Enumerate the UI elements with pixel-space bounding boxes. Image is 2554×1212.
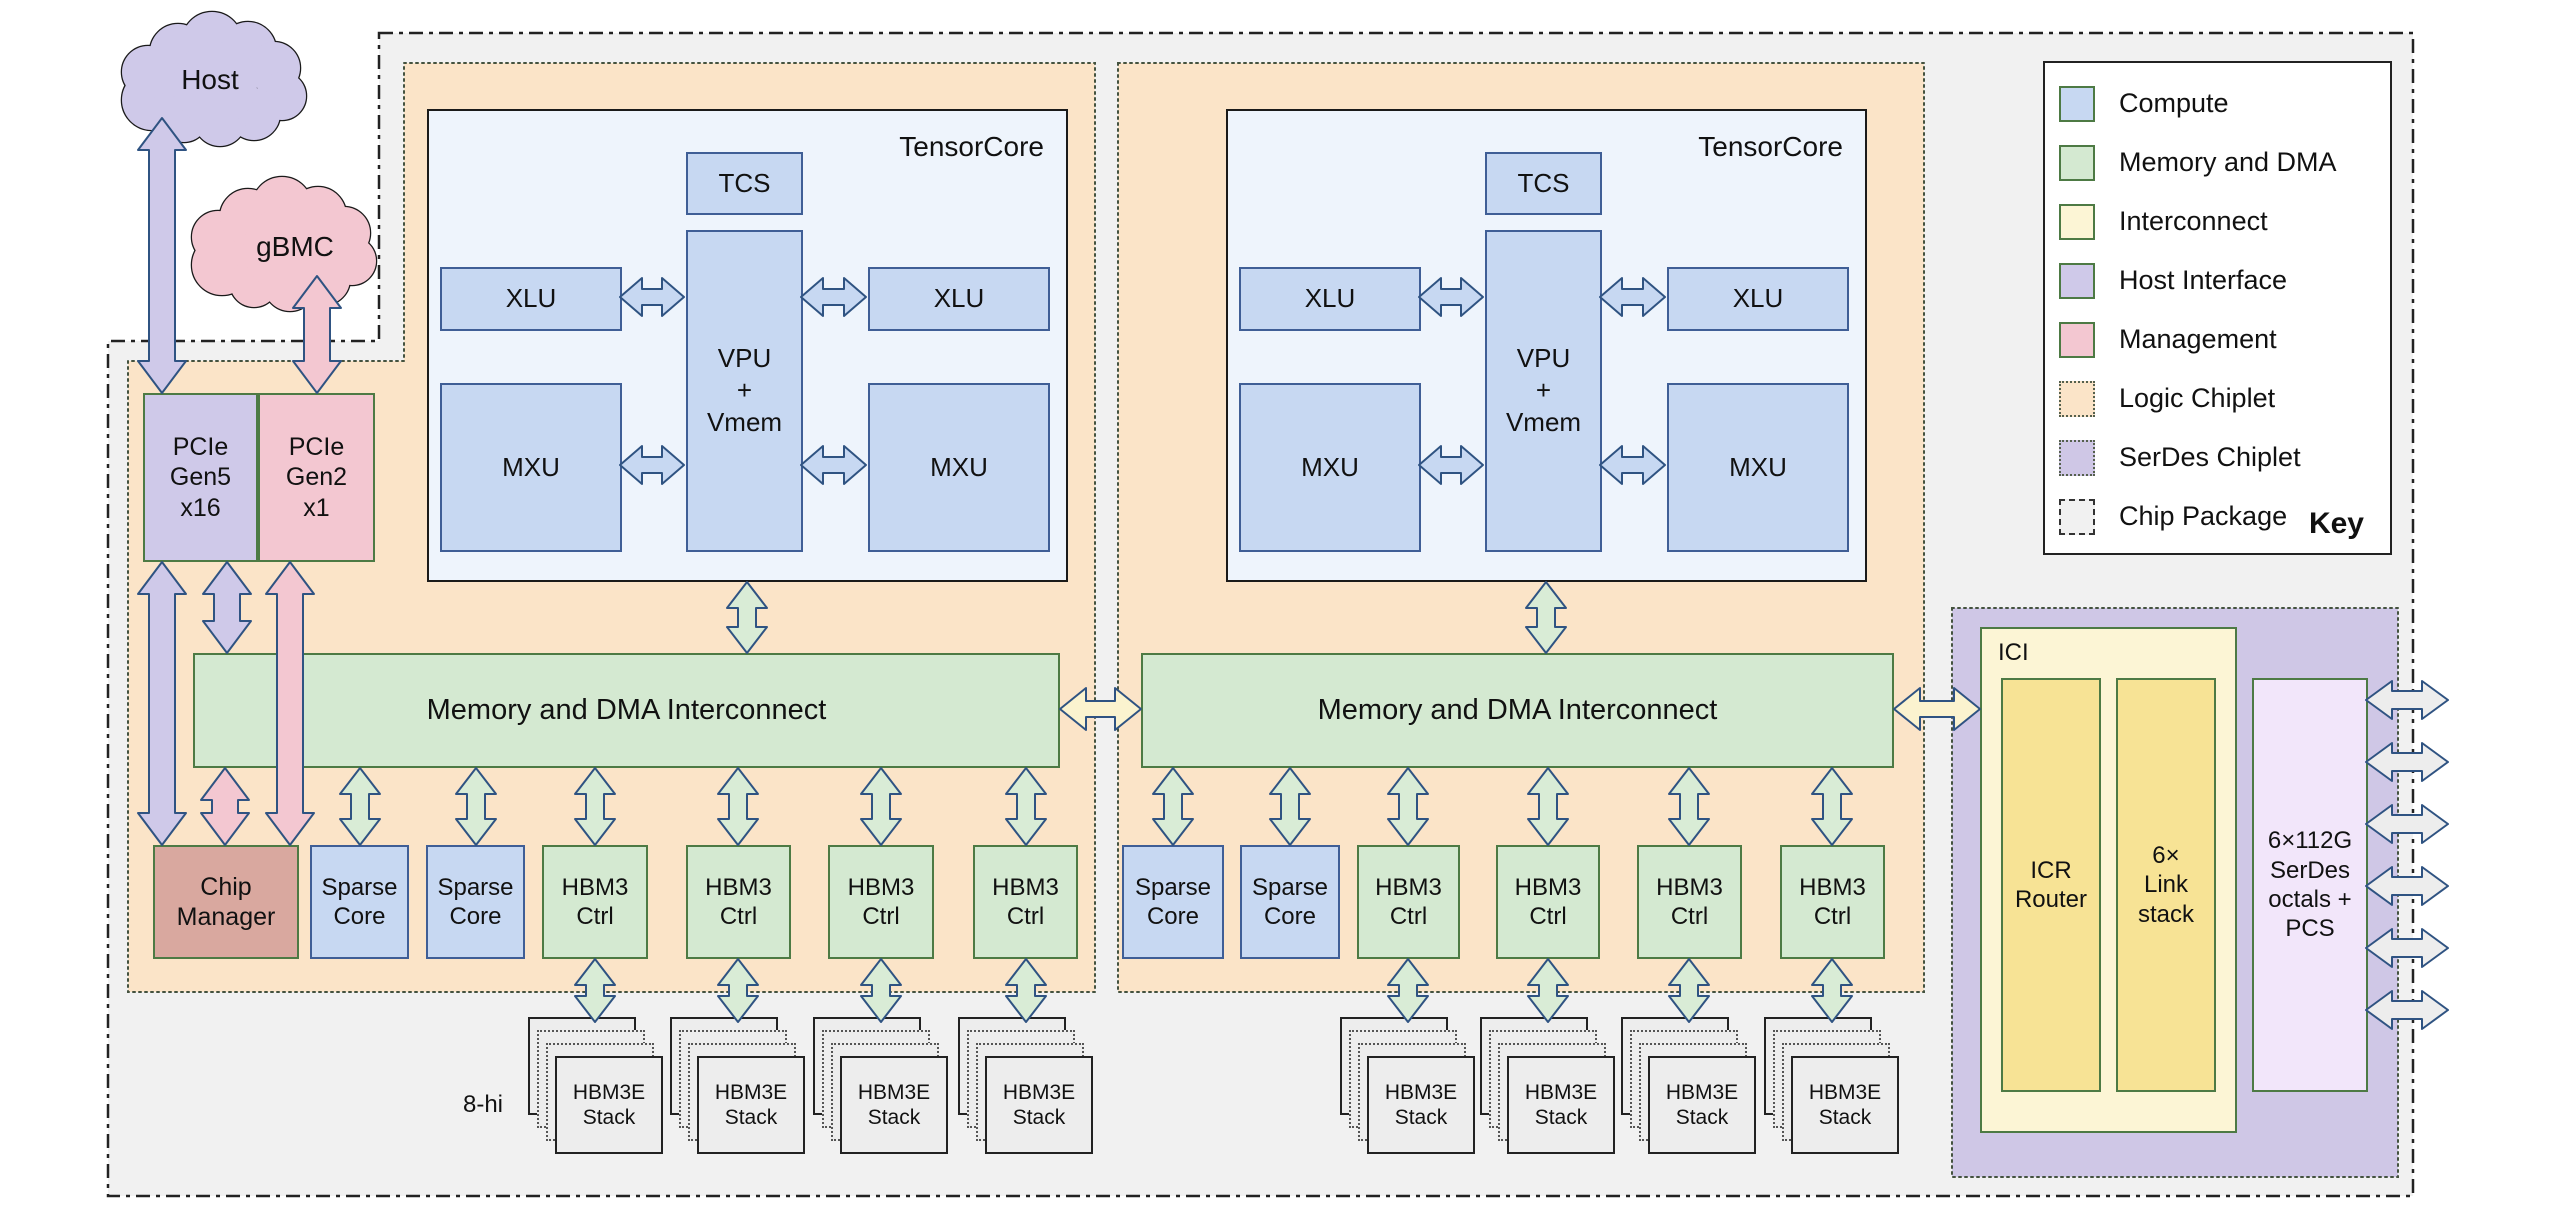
hbm3e-stack-block: HBM3E Stack [840,1056,948,1154]
hbm3e-stack-group: HBM3E Stack [528,1017,663,1154]
mxu-left-block: MXU [440,383,622,552]
tensorcore-1-label: TensorCore [899,131,1044,162]
sparse-core-block: Sparse Core [310,845,409,959]
key-item-label: Management [2119,324,2277,354]
chip-manager-block: Chip Manager [153,845,299,959]
hbm3e-stack-group: HBM3E Stack [670,1017,805,1154]
link-stack-block: 6× Link stack [2116,678,2216,1092]
mxu-right-block: MXU [1667,383,1849,552]
cloud-puff [243,207,327,291]
pcie-gen2-block: PCIe Gen2 x1 [258,393,375,562]
hbm3-ctrl-block: HBM3 Ctrl [686,845,791,959]
gbmc-cloud-label: gBMC [256,231,334,262]
hbm3-ctrl-block: HBM3 Ctrl [973,845,1078,959]
hbm3-ctrl-block: HBM3 Ctrl [542,845,648,959]
key-item-label: Chip Package [2119,501,2288,531]
chip-package-swatch [2059,498,2095,535]
hbm3e-stack-block: HBM3E Stack [985,1056,1093,1154]
tensorcore-1: TensorCore TCS VPU + Vmem XLU XLU MXU MX… [427,109,1068,582]
host-cloud-label: Host [181,64,239,95]
key-row: Host Interface [2059,251,2390,310]
compute-swatch [2059,85,2095,122]
xlu-right-block: XLU [868,267,1050,331]
vpu-vmem-block: VPU + Vmem [1485,230,1602,552]
stack-height-label: 8-hi [462,1091,504,1118]
management-swatch [2059,321,2095,358]
host-cloud [120,10,308,148]
key-item-label: Host Interface [2119,265,2288,295]
interconnect-swatch [2059,203,2095,240]
hbm3e-stack-group: HBM3E Stack [1764,1017,1899,1154]
hbm3e-stack-block: HBM3E Stack [1507,1056,1615,1154]
hbm3e-stack-block: HBM3E Stack [1367,1056,1475,1154]
hbm3e-stack-block: HBM3E Stack [555,1056,663,1154]
hbm3e-stack-block: HBM3E Stack [1791,1056,1899,1154]
hbm3e-stack-group: HBM3E Stack [958,1017,1093,1154]
tensorcore-2: TensorCore TCS VPU + Vmem XLU XLU MXU MX… [1226,109,1867,582]
memory-dma-interconnect-2: Memory and DMA Interconnect [1141,653,1894,768]
xlu-left-block: XLU [1239,267,1421,331]
hbm3-ctrl-block: HBM3 Ctrl [1780,845,1885,959]
key-row: Memory and DMA [2059,133,2390,192]
key-title: Key [2308,507,2364,540]
sparse-core-block: Sparse Core [426,845,525,959]
key-item-label: SerDes Chiplet [2119,442,2301,472]
serdes-octals-block: 6×112G SerDes octals + PCS [2252,678,2368,1092]
vpu-vmem-block: VPU + Vmem [686,230,803,552]
key-row: Interconnect [2059,192,2390,251]
hbm3-ctrl-block: HBM3 Ctrl [1357,845,1460,959]
tcs-block: TCS [1485,152,1602,215]
key-item-label: Interconnect [2119,206,2268,236]
xlu-right-block: XLU [1667,267,1849,331]
memory-dma-interconnect-1: Memory and DMA Interconnect [193,653,1060,768]
key-row: Management [2059,310,2390,369]
icr-router-block: ICR Router [2001,678,2101,1092]
memory-swatch [2059,144,2095,181]
hbm3e-stack-block: HBM3E Stack [1648,1056,1756,1154]
cloud-puff [173,42,257,126]
ici-label: ICI [1998,639,2029,666]
mxu-right-block: MXU [868,383,1050,552]
hbm3e-stack-group: HBM3E Stack [1480,1017,1615,1154]
hbm3e-stack-group: HBM3E Stack [813,1017,948,1154]
host-swatch [2059,262,2095,299]
key-item-label: Compute [2119,88,2229,118]
sparse-core-block: Sparse Core [1122,845,1224,959]
logic-chiplet-swatch [2059,380,2095,417]
serdes-chiplet-swatch [2059,439,2095,476]
hbm3-ctrl-block: HBM3 Ctrl [1496,845,1600,959]
sparse-core-block: Sparse Core [1240,845,1340,959]
hbm3-ctrl-block: HBM3 Ctrl [828,845,934,959]
key-item-label: Logic Chiplet [2119,383,2276,413]
tcs-block: TCS [686,152,803,215]
hbm3e-stack-group: HBM3E Stack [1621,1017,1756,1154]
xlu-left-block: XLU [440,267,622,331]
tensorcore-2-label: TensorCore [1698,131,1843,162]
pcie-gen5-block: PCIe Gen5 x16 [143,393,258,562]
mxu-left-block: MXU [1239,383,1421,552]
hbm3e-stack-block: HBM3E Stack [697,1056,805,1154]
key-row: Compute [2059,74,2390,133]
key-item-label: Memory and DMA [2119,147,2337,177]
key-row: Logic Chiplet [2059,369,2390,428]
key-row: Chip Package [2059,487,2390,546]
hbm3-ctrl-block: HBM3 Ctrl [1637,845,1742,959]
hbm3e-stack-group: HBM3E Stack [1340,1017,1475,1154]
key-row: SerDes Chiplet [2059,428,2390,487]
